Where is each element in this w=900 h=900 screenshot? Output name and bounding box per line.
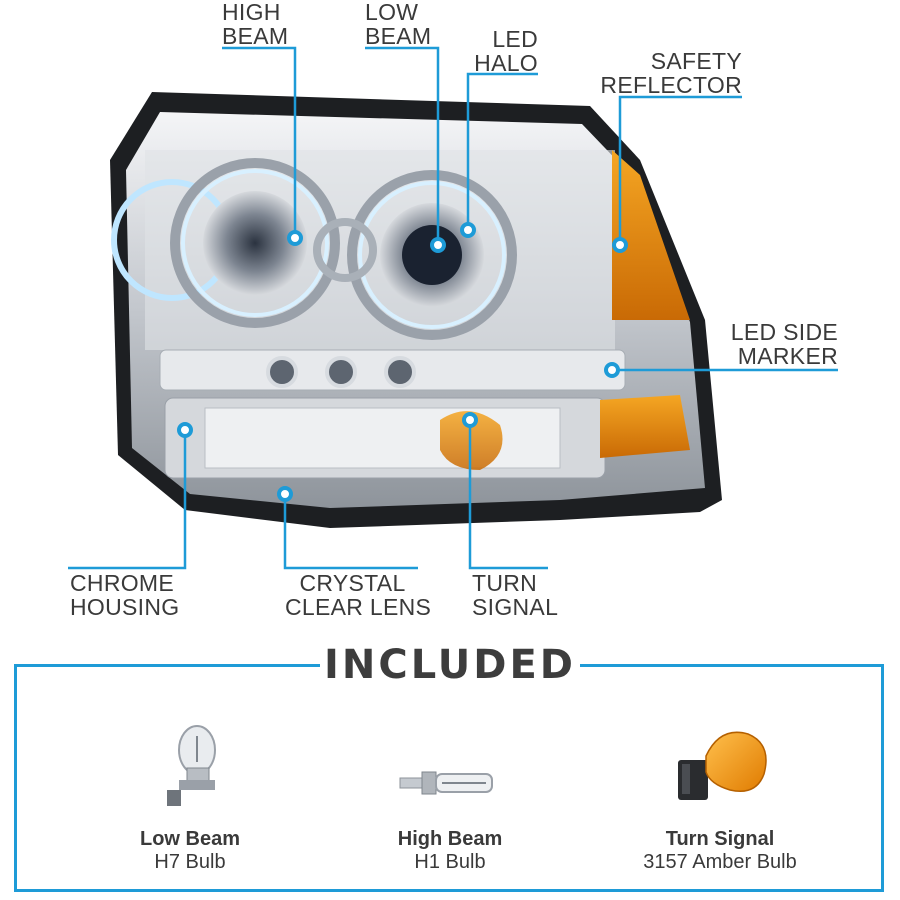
chrome-bar: [159, 349, 626, 391]
included-item-type: 3157 Amber Bulb: [643, 851, 797, 873]
3157-amber-bulb-icon: [678, 731, 767, 800]
included-item-name: Turn Signal: [665, 828, 775, 850]
included-item-name: High Beam: [397, 828, 503, 850]
included-item-high-beam: High Beam H1 Bulb: [330, 716, 570, 886]
headlight-diagram: [68, 46, 838, 570]
amber-reflectors: [600, 150, 690, 458]
included-item-type: H7 Bulb: [154, 851, 226, 873]
h1-bulb-icon: [399, 771, 493, 795]
included-title: INCLUDED: [320, 640, 580, 690]
included-item-low-beam: Low Beam H7 Bulb: [70, 716, 310, 886]
callout-lines: [68, 46, 838, 570]
h7-bulb-icon: [167, 725, 216, 806]
led-halo-rings: [111, 158, 517, 340]
included-item-name: Low Beam: [139, 828, 241, 850]
turn-signal-housing: [164, 397, 606, 479]
included-item-type: H1 Bulb: [414, 851, 486, 873]
callout-dots: [177, 222, 628, 502]
included-item-turn-signal: Turn Signal 3157 Amber Bulb: [600, 716, 840, 886]
